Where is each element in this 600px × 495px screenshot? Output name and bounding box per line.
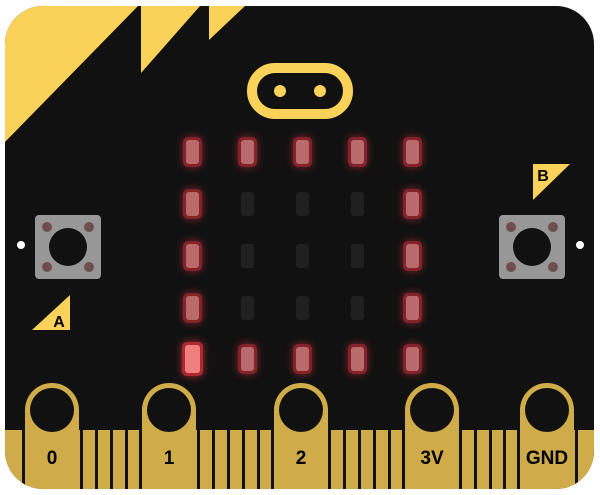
pin-gnd[interactable]: GND — [520, 383, 574, 495]
led-2-1 — [241, 244, 254, 268]
led-0-1 — [241, 140, 254, 164]
led-0-4 — [406, 140, 419, 164]
screw-icon — [42, 222, 52, 232]
led-1-2 — [296, 192, 309, 216]
led-1-4 — [406, 192, 419, 216]
led-matrix — [182, 137, 422, 376]
pin-label: 3V — [420, 448, 444, 469]
screw-icon — [548, 262, 558, 272]
led-1-3 — [351, 192, 364, 216]
led-3-0 — [186, 296, 199, 320]
screw-icon — [506, 262, 516, 272]
led-2-2 — [296, 244, 309, 268]
led-0-0 — [186, 140, 199, 164]
pin-hole — [525, 388, 569, 432]
led-0-2 — [296, 140, 309, 164]
screw-icon — [548, 222, 558, 232]
pin-hole — [279, 388, 323, 432]
pin-3v[interactable]: 3V — [405, 383, 459, 495]
pin-label: 0 — [47, 448, 58, 469]
screw-icon — [84, 262, 94, 272]
led-3-1 — [241, 296, 254, 320]
led-0-3 — [351, 140, 364, 164]
led-4-4 — [406, 347, 419, 371]
button-a-indicator — [17, 241, 25, 249]
pin-hole — [30, 388, 74, 432]
led-3-4 — [406, 296, 419, 320]
led-4-3 — [351, 347, 364, 371]
pin-label: GND — [526, 448, 568, 469]
led-4-0 — [185, 345, 200, 373]
sawtooth-2 — [209, 6, 245, 40]
screw-icon — [506, 222, 516, 232]
pin-1[interactable]: 1 — [142, 383, 196, 495]
pin-0[interactable]: 0 — [25, 383, 79, 495]
pin-label: 2 — [296, 448, 307, 469]
button-b-label: B — [533, 164, 570, 200]
button-a[interactable] — [35, 215, 101, 279]
sawtooth-1 — [141, 6, 200, 73]
connector-stripes — [22, 430, 578, 489]
pin-2[interactable]: 2 — [274, 383, 328, 495]
led-4-1 — [241, 347, 254, 371]
led-1-0 — [186, 192, 199, 216]
led-3-2 — [296, 296, 309, 320]
button-b-indicator — [576, 241, 584, 249]
logo-touch-icon[interactable] — [247, 63, 353, 119]
button-a-label: A — [32, 295, 70, 331]
led-2-3 — [351, 244, 364, 268]
pin-label: 1 — [164, 448, 175, 469]
pin-hole — [147, 388, 191, 432]
led-1-1 — [241, 192, 254, 216]
screw-icon — [84, 222, 94, 232]
led-2-4 — [406, 244, 419, 268]
svg-text:A: A — [53, 314, 65, 331]
led-3-3 — [351, 296, 364, 320]
svg-text:B: B — [537, 168, 549, 185]
led-4-2 — [296, 347, 309, 371]
screw-icon — [42, 262, 52, 272]
button-b[interactable] — [499, 215, 565, 279]
pin-hole — [410, 388, 454, 432]
led-2-0 — [186, 244, 199, 268]
corner-decoration — [5, 6, 138, 142]
